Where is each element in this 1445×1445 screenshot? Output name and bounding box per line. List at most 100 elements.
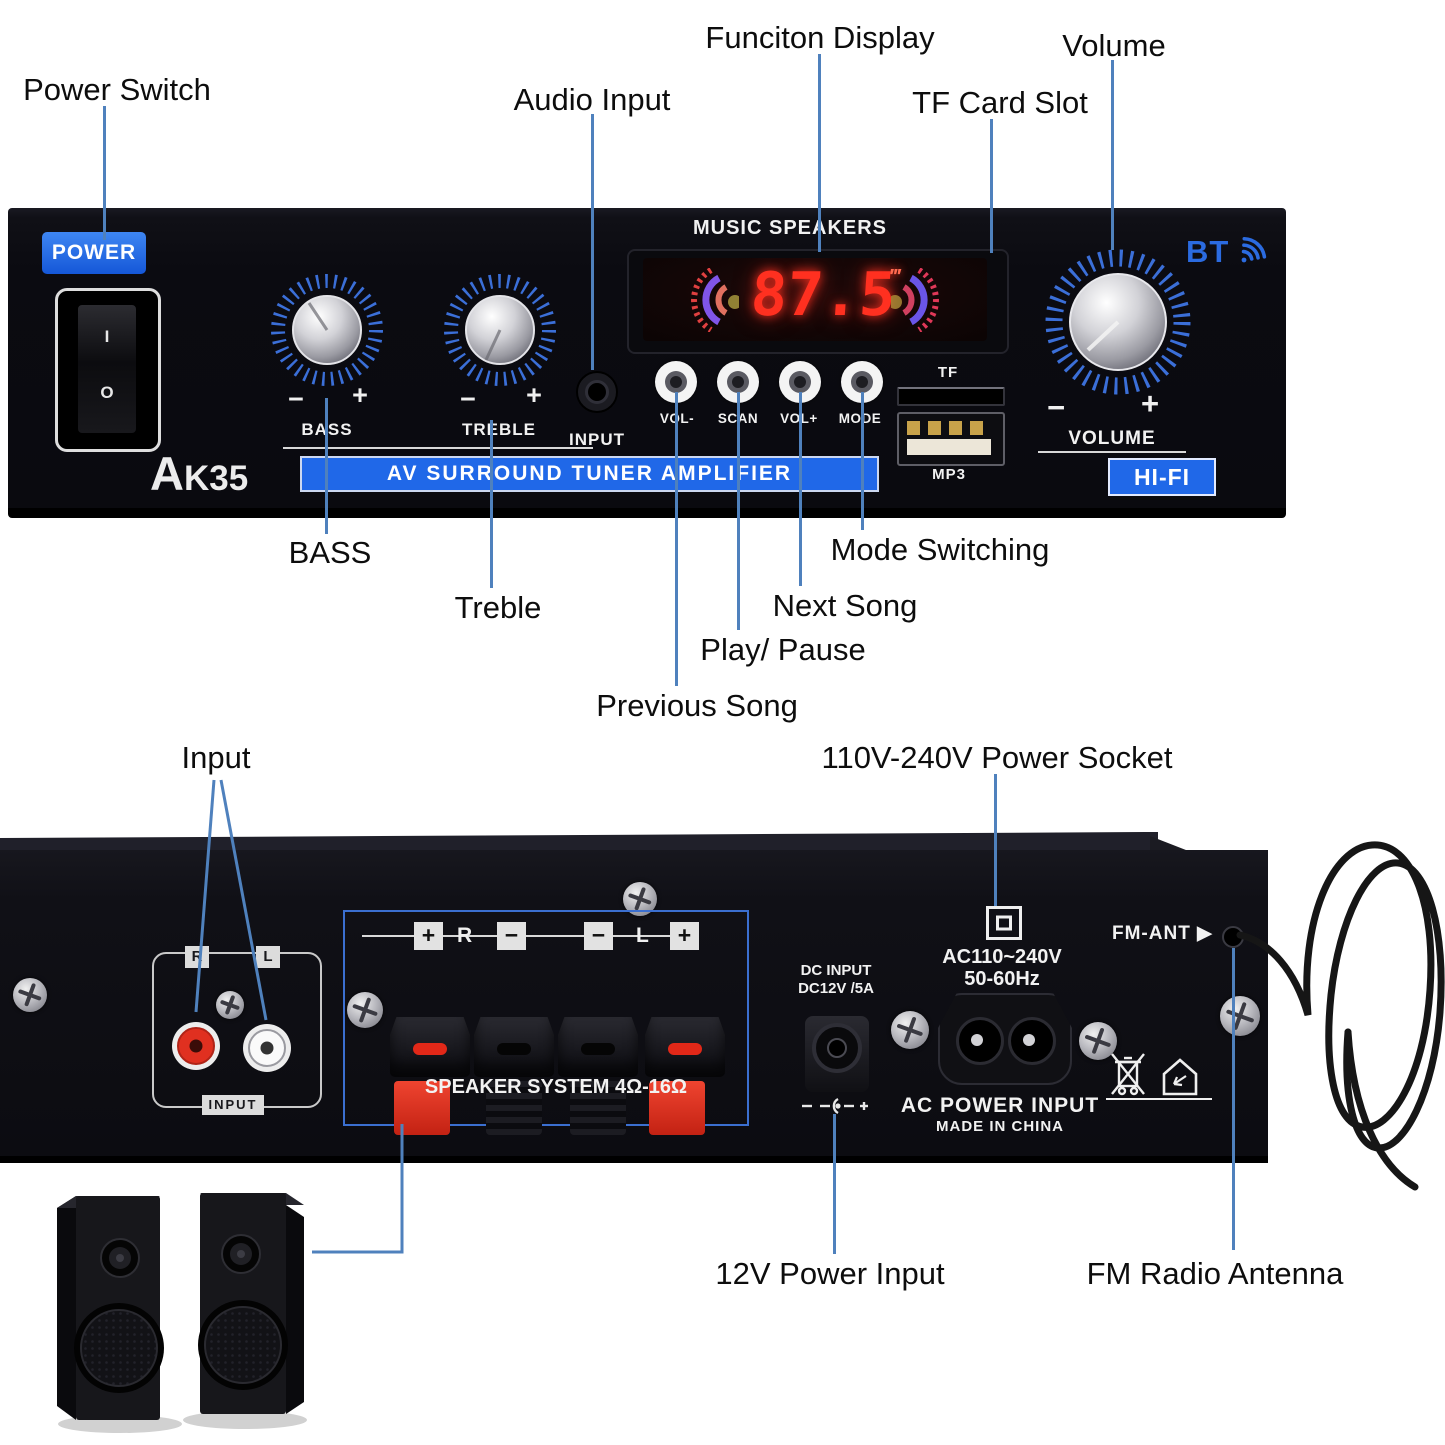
leader-tf-card-slot <box>990 119 993 253</box>
ac-power-socket <box>938 993 1072 1085</box>
speakers-illustration <box>57 1193 307 1433</box>
double-insulation-icon <box>986 906 1022 940</box>
volume-underline <box>1038 451 1186 453</box>
power-switch: I O <box>55 288 161 452</box>
bt-signal-icon <box>1241 236 1267 263</box>
switch-on-mark: I <box>104 327 110 346</box>
mode-label: MODE <box>838 411 882 426</box>
display-screen: 87.5 ‴ <box>643 258 987 341</box>
callout-treble: Treble <box>454 590 542 625</box>
tf-label: TF <box>937 364 959 381</box>
leader-fm-antenna <box>1232 948 1235 1250</box>
leader-power-switch <box>103 106 106 240</box>
treble-panel-label: TREBLE <box>462 420 536 439</box>
leader-power-socket <box>994 774 997 906</box>
weee-trash-icon <box>1111 1053 1145 1096</box>
speaker-terminal-group: + R − − L + <box>343 910 749 1135</box>
screw-icon <box>891 1011 929 1049</box>
callout-input: Input <box>181 740 251 775</box>
callout-power-socket: 110V-240V Power Socket <box>821 740 1173 775</box>
leader-mode-switching <box>861 392 864 530</box>
made-in-label: MADE IN CHINA <box>936 1118 1064 1135</box>
fm-ant-arrow: ▶ <box>1197 923 1213 944</box>
function-display: 87.5 ‴ <box>627 249 1009 354</box>
leader-volume <box>1111 60 1114 250</box>
speaker-left <box>57 1196 164 1420</box>
treble-knob <box>444 274 556 386</box>
ac-rating: AC110~240V <box>942 946 1062 968</box>
speaker-right <box>198 1193 304 1414</box>
leader-12v-power <box>833 1114 836 1254</box>
signal-arcs-left-icon <box>691 268 739 332</box>
leader-play-pause <box>737 392 740 630</box>
rca-jack-white <box>243 1024 291 1072</box>
ac-power-label: AC POWER INPUT <box>900 1094 1100 1117</box>
audio-input-jack <box>576 371 618 413</box>
terminal-mark: L <box>636 924 649 947</box>
callout-power-switch: Power Switch <box>23 72 211 107</box>
callout-12v-power: 12V Power Input <box>715 1256 945 1291</box>
volume-knob <box>1045 249 1191 395</box>
terminal-mark: − <box>497 922 526 950</box>
screw-icon <box>1079 1022 1117 1060</box>
callout-volume: Volume <box>1062 28 1166 63</box>
leader-bass <box>325 398 328 534</box>
speaker-system-label: SPEAKER SYSTEM 4Ω-16Ω <box>424 1076 688 1098</box>
power-rocker: I O <box>76 303 138 435</box>
mp3-label: MP3 <box>932 466 966 483</box>
leader-treble <box>490 420 493 588</box>
bass-plus: + <box>352 380 368 410</box>
callout-previous-song: Previous Song <box>596 688 798 723</box>
display-value: 87.5 <box>748 260 898 330</box>
leader-next-song <box>799 392 802 586</box>
speaker-terminal <box>645 1017 725 1135</box>
callout-fm-antenna: FM Radio Antenna <box>1086 1256 1344 1291</box>
rca-right-tag: R <box>185 946 209 968</box>
rca-jack-red <box>172 1022 220 1070</box>
callout-mode-switching: Mode Switching <box>830 532 1050 567</box>
leader-function-display <box>818 54 821 252</box>
callout-tf-card-slot: TF Card Slot <box>912 85 1088 120</box>
leader-audio-input <box>591 114 594 370</box>
terminal-mark: R <box>457 924 473 947</box>
signal-arcs-right-icon <box>891 268 939 332</box>
icons-underline <box>1106 1098 1212 1100</box>
screw-icon <box>347 992 383 1028</box>
scan-button <box>717 361 759 403</box>
speaker-terminal <box>474 1017 554 1135</box>
model-name: AK35 <box>150 447 249 500</box>
terminal-mark: + <box>670 922 699 950</box>
treble-minus: − <box>460 384 476 414</box>
terminal-mark: + <box>414 922 443 950</box>
label-underline <box>283 447 593 449</box>
dc-power-jack <box>805 1016 869 1092</box>
speaker-terminal <box>558 1017 638 1135</box>
antenna-hole <box>1222 926 1244 948</box>
bass-knob <box>271 274 383 386</box>
volume-panel-label: VOLUME <box>1068 428 1156 449</box>
input-panel-label: INPUT <box>569 430 625 449</box>
bt-label: BT <box>1186 234 1230 269</box>
power-label: POWER <box>42 232 146 274</box>
bass-minus: − <box>288 384 304 414</box>
back-panel: R L INPUT + R − − L + SPEAKER SYSTEM 4Ω-… <box>0 850 1268 1163</box>
rca-left-tag: L <box>256 946 280 968</box>
hifi-badge: HI-FI <box>1108 458 1216 496</box>
banner-text: AV SURROUND TUNER AMPLIFIER <box>300 456 879 492</box>
callout-bass: BASS <box>288 535 372 570</box>
dc-polarity-icon <box>802 1097 868 1115</box>
terminal-mark: − <box>584 922 613 950</box>
volume-minus: − <box>1046 390 1066 425</box>
callout-function-display: Funciton Display <box>705 20 935 55</box>
front-panel: POWER I O − + − + − + <box>8 208 1286 518</box>
callout-play-pause: Play/ Pause <box>700 632 866 667</box>
screw-icon <box>13 978 47 1012</box>
ac-freq: 50-60Hz <box>964 968 1040 990</box>
volume-plus: + <box>1140 386 1160 421</box>
leader-previous-song <box>675 392 678 686</box>
rca-input-label: INPUT <box>202 1095 264 1115</box>
switch-off-mark: O <box>100 383 114 402</box>
brand-text: MUSIC SPEAKERS <box>692 217 888 239</box>
house-icon <box>1162 1058 1198 1096</box>
